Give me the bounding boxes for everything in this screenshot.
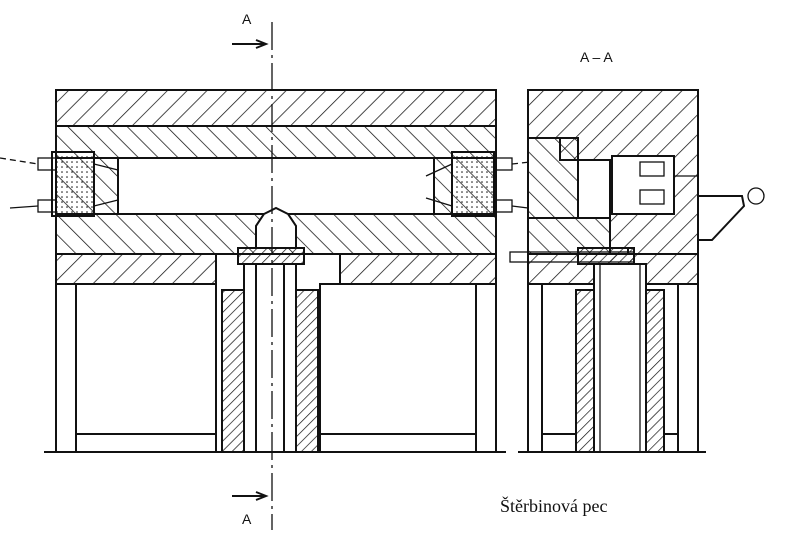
side-burner-box (611, 155, 675, 215)
hearth-plug (255, 206, 297, 249)
frame-left-leg (55, 283, 77, 453)
upper-body (55, 125, 497, 159)
frame-box-right (319, 283, 477, 435)
frame-bottom-left (75, 433, 217, 453)
front-section: A A (0, 11, 531, 530)
side-section: A – A (509, 49, 765, 453)
side-slot (577, 159, 611, 219)
column-tube-right (295, 289, 319, 453)
frame-box-left (75, 283, 217, 435)
column-gap-right (283, 263, 297, 453)
column-tube-left (221, 289, 245, 453)
section-view-title: A – A (580, 49, 613, 65)
column-inner (255, 263, 285, 453)
burner-right (425, 151, 531, 217)
section-label-bottom: A (242, 511, 252, 527)
section-label-top: A (242, 11, 252, 27)
burner-left (0, 151, 119, 217)
side-left-wall (527, 137, 579, 219)
side-tube-left (575, 289, 595, 453)
section-arrow-top (232, 39, 269, 49)
side-tube-right (645, 289, 665, 453)
caption: Štěrbinová pec (500, 495, 607, 516)
base-plate-left (55, 253, 217, 285)
section-arrow-bottom (232, 491, 269, 501)
side-frame-left (527, 283, 543, 453)
support-plate (237, 247, 305, 265)
frame-bottom-right (319, 433, 477, 453)
base-plate-right (339, 253, 497, 285)
heating-slot (117, 157, 435, 215)
top-cover (55, 89, 497, 127)
column-gap-left (243, 263, 257, 453)
side-bracket (697, 195, 746, 241)
side-frame-right (677, 283, 699, 453)
frame-right-leg (475, 283, 497, 453)
